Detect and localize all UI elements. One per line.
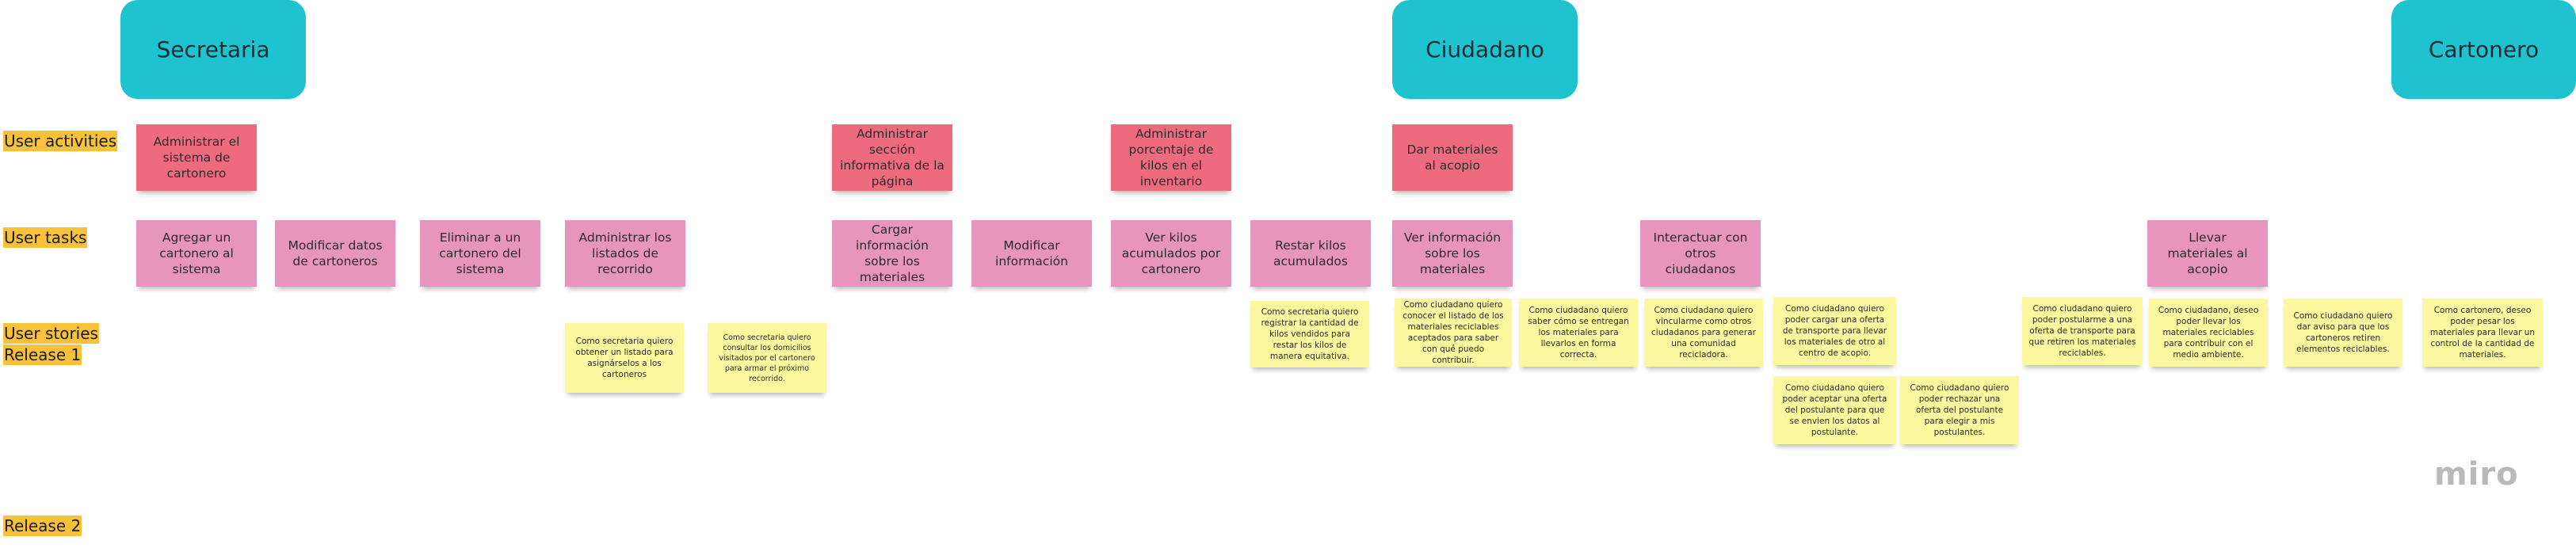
task-sticky[interactable]: Restar kilos acumulados xyxy=(1250,220,1371,287)
story-sticky[interactable]: Como secretaria quiero consultar los dom… xyxy=(708,323,826,393)
row-label-stories: User stories xyxy=(3,323,99,344)
row-label-activities: User activities xyxy=(3,131,118,151)
persona-cartonero[interactable]: Cartonero xyxy=(2391,0,2576,99)
task-sticky[interactable]: Administrar los listados de recorrido xyxy=(565,220,685,287)
story-sticky[interactable]: Como ciudadano, deseo poder llevar los m… xyxy=(2149,299,2268,367)
task-sticky[interactable]: Eliminar a un cartonero del sistema xyxy=(420,220,540,287)
story-sticky[interactable]: Como ciudadano quiero poder rechazar una… xyxy=(1900,376,2019,444)
story-sticky[interactable]: Como ciudadano quiero poder postularme a… xyxy=(2022,297,2143,365)
story-sticky[interactable]: Como ciudadano quiero poder cargar una o… xyxy=(1773,297,1896,365)
story-sticky[interactable]: Como ciudadano quiero vincularme como ot… xyxy=(1644,299,1763,367)
activity-sticky[interactable]: Administrar porcentaje de kilos en el in… xyxy=(1111,124,1231,191)
task-sticky[interactable]: Agregar un cartonero al sistema xyxy=(136,220,257,287)
activity-sticky[interactable]: Administrar el sistema de cartonero xyxy=(136,124,257,191)
story-sticky[interactable]: Como secretaria quiero registrar la cant… xyxy=(1250,301,1369,367)
task-sticky[interactable]: Cargar información sobre los materiales xyxy=(832,220,952,287)
task-sticky[interactable]: Ver información sobre los materiales xyxy=(1392,220,1513,287)
story-sticky[interactable]: Como ciudadano quiero saber cómo se entr… xyxy=(1519,299,1638,367)
row-label-release-2: Release 2 xyxy=(3,516,82,536)
row-label-release-1: Release 1 xyxy=(3,344,82,365)
task-sticky[interactable]: Modificar información xyxy=(971,220,1092,287)
story-sticky[interactable]: Como cartonero, deseo poder pesar los ma… xyxy=(2422,299,2543,367)
story-sticky[interactable]: Como secretaria quiero obtener un listad… xyxy=(565,323,684,393)
activity-sticky[interactable]: Administrar sección informativa de la pá… xyxy=(832,124,952,191)
miro-logo: miro xyxy=(2434,456,2519,493)
story-sticky[interactable]: Como ciudadano quiero dar aviso para que… xyxy=(2284,299,2402,367)
persona-ciudadano[interactable]: Ciudadano xyxy=(1392,0,1578,99)
task-sticky[interactable]: Llevar materiales al acopio xyxy=(2147,220,2268,287)
row-label-tasks: User tasks xyxy=(3,227,88,248)
persona-secretaria[interactable]: Secretaria xyxy=(120,0,306,99)
story-sticky[interactable]: Como ciudadano quiero poder aceptar una … xyxy=(1773,376,1896,444)
task-sticky[interactable]: Interactuar con otros ciudadanos xyxy=(1640,220,1761,287)
story-sticky[interactable]: Como ciudadano quiero conocer el listado… xyxy=(1395,299,1512,367)
task-sticky[interactable]: Ver kilos acumulados por cartonero xyxy=(1111,220,1231,287)
task-sticky[interactable]: Modificar datos de cartoneros xyxy=(275,220,395,287)
activity-sticky[interactable]: Dar materiales al acopio xyxy=(1392,124,1513,191)
